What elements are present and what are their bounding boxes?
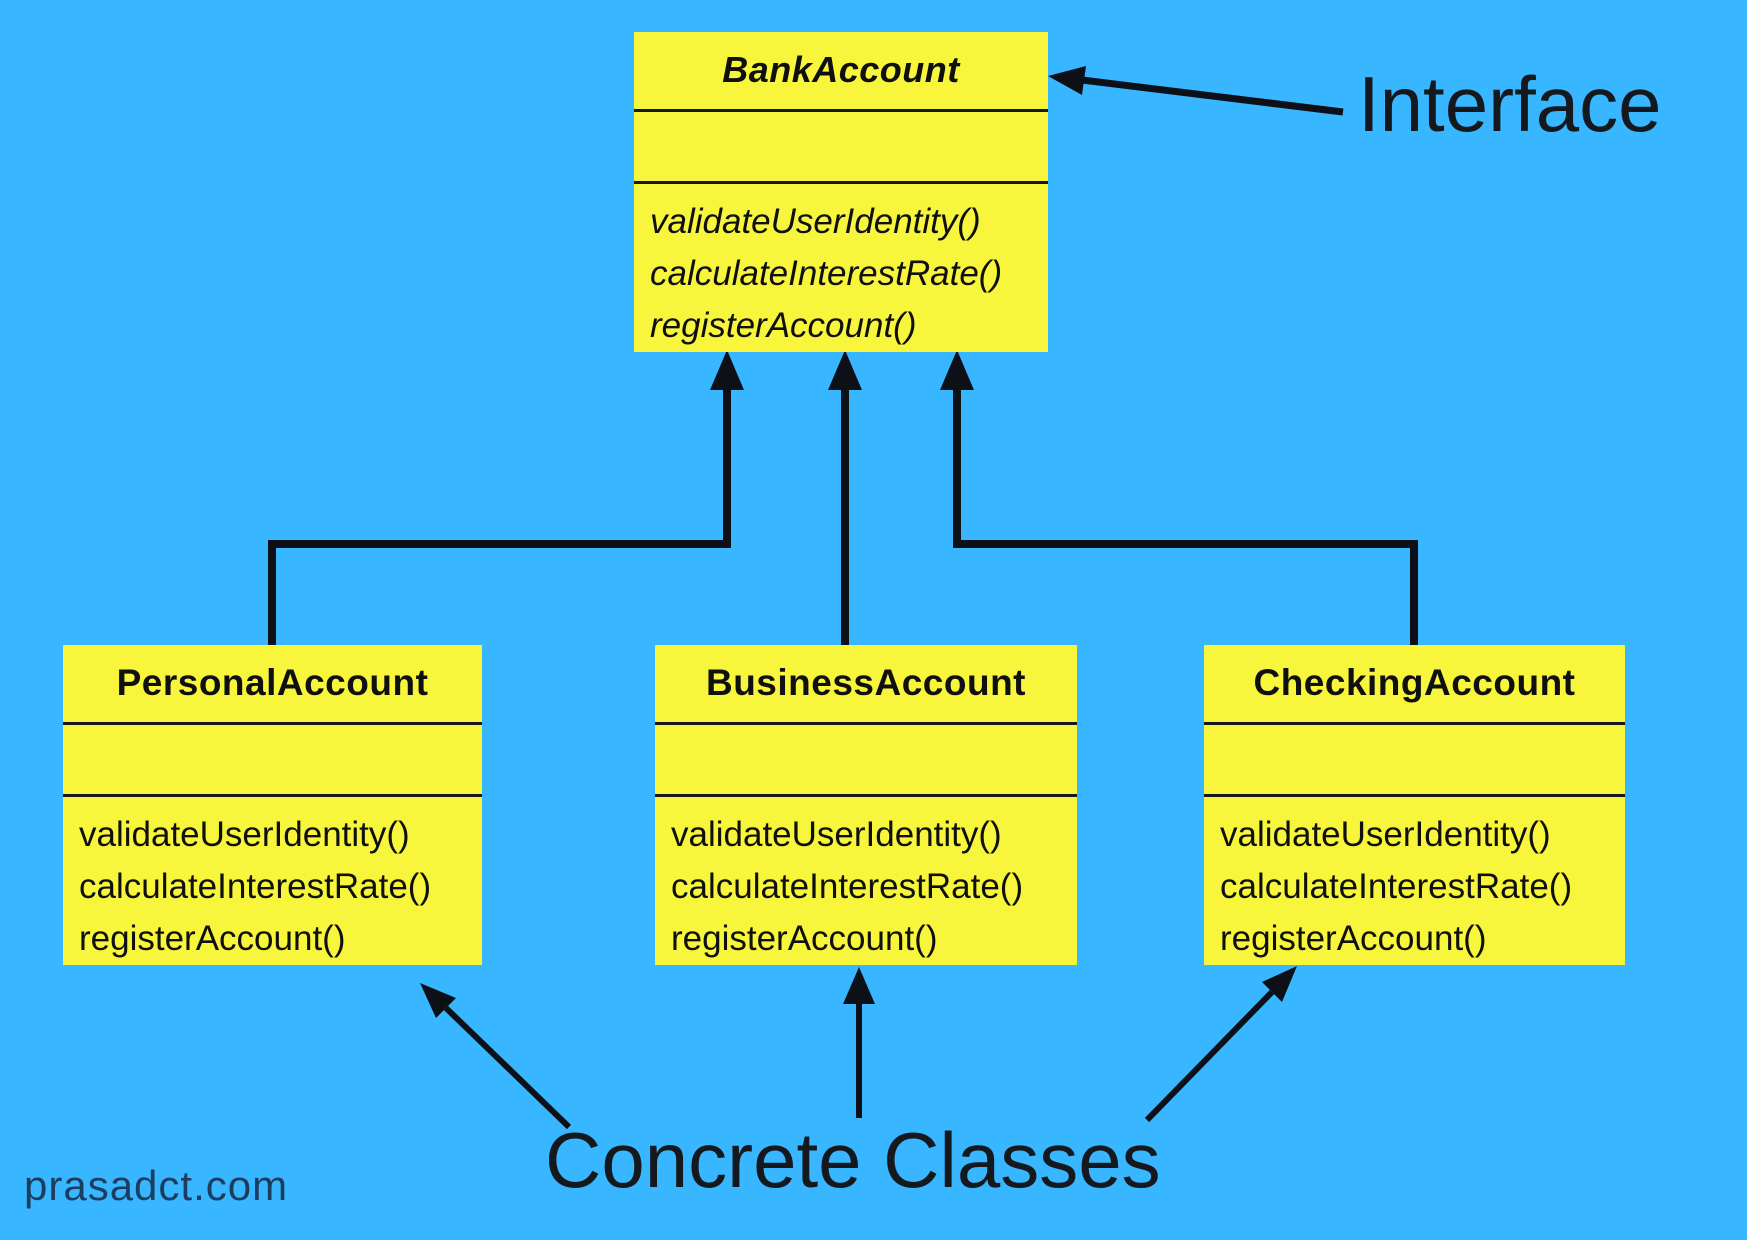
watermark: prasadct.com bbox=[24, 1162, 289, 1209]
arrowhead-personal-icon bbox=[710, 350, 744, 390]
arrowhead-business-icon bbox=[828, 350, 862, 390]
class-title: PersonalAccount bbox=[116, 662, 429, 704]
method-label: registerAccount() bbox=[671, 919, 938, 958]
class-methods-section: validateUserIdentity() calculateInterest… bbox=[655, 794, 1077, 965]
interface-annotation-arrowhead-icon bbox=[1048, 66, 1086, 95]
interface-annotation-arrow bbox=[1081, 76, 1344, 116]
concrete-arrowhead-middle-icon bbox=[843, 967, 875, 1004]
concrete-arrowhead-left-icon bbox=[420, 983, 456, 1018]
concrete-classes-label: Concrete Classes bbox=[545, 1116, 1161, 1204]
method-label: validateUserIdentity() bbox=[650, 202, 981, 241]
class-methods-section: validateUserIdentity() calculateInterest… bbox=[63, 794, 482, 965]
method-label: validateUserIdentity() bbox=[1220, 815, 1551, 854]
class-title: BusinessAccount bbox=[705, 662, 1026, 704]
method-label: calculateInterestRate() bbox=[79, 867, 432, 906]
method-label: calculateInterestRate() bbox=[1220, 867, 1573, 906]
concrete-annotation-arrow-left bbox=[443, 1005, 572, 1130]
realization-connector-checking bbox=[953, 384, 1418, 646]
class-title: CheckingAccount bbox=[1253, 662, 1576, 704]
method-label: validateUserIdentity() bbox=[79, 815, 410, 854]
concrete-class-box-checking: CheckingAccount validateUserIdentity() c… bbox=[1204, 645, 1625, 965]
method-label: validateUserIdentity() bbox=[671, 815, 1002, 854]
concrete-class-box-business: BusinessAccount validateUserIdentity() c… bbox=[655, 645, 1077, 965]
concrete-arrowhead-right-icon bbox=[1262, 966, 1297, 1002]
class-methods-section: validateUserIdentity() calculateInterest… bbox=[634, 181, 1048, 352]
interface-label: Interface bbox=[1358, 60, 1662, 148]
method-label: registerAccount() bbox=[1220, 919, 1487, 958]
realization-connector-personal bbox=[268, 384, 731, 646]
method-label: calculateInterestRate() bbox=[671, 867, 1024, 906]
class-title: BankAccount bbox=[722, 49, 960, 91]
class-attributes-section bbox=[63, 721, 482, 794]
concrete-annotation-arrow-right bbox=[1144, 989, 1275, 1123]
concrete-class-box-personal: PersonalAccount validateUserIdentity() c… bbox=[63, 645, 482, 965]
interface-class-box: BankAccount validateUserIdentity() calcu… bbox=[634, 32, 1048, 352]
method-label: registerAccount() bbox=[650, 306, 917, 345]
arrowhead-checking-icon bbox=[940, 350, 974, 390]
class-attributes-section bbox=[655, 721, 1077, 794]
class-methods-section: validateUserIdentity() calculateInterest… bbox=[1204, 794, 1625, 965]
class-attributes-section bbox=[1204, 721, 1625, 794]
class-attributes-section bbox=[634, 108, 1048, 181]
method-label: registerAccount() bbox=[79, 919, 346, 958]
method-label: calculateInterestRate() bbox=[650, 254, 1003, 293]
